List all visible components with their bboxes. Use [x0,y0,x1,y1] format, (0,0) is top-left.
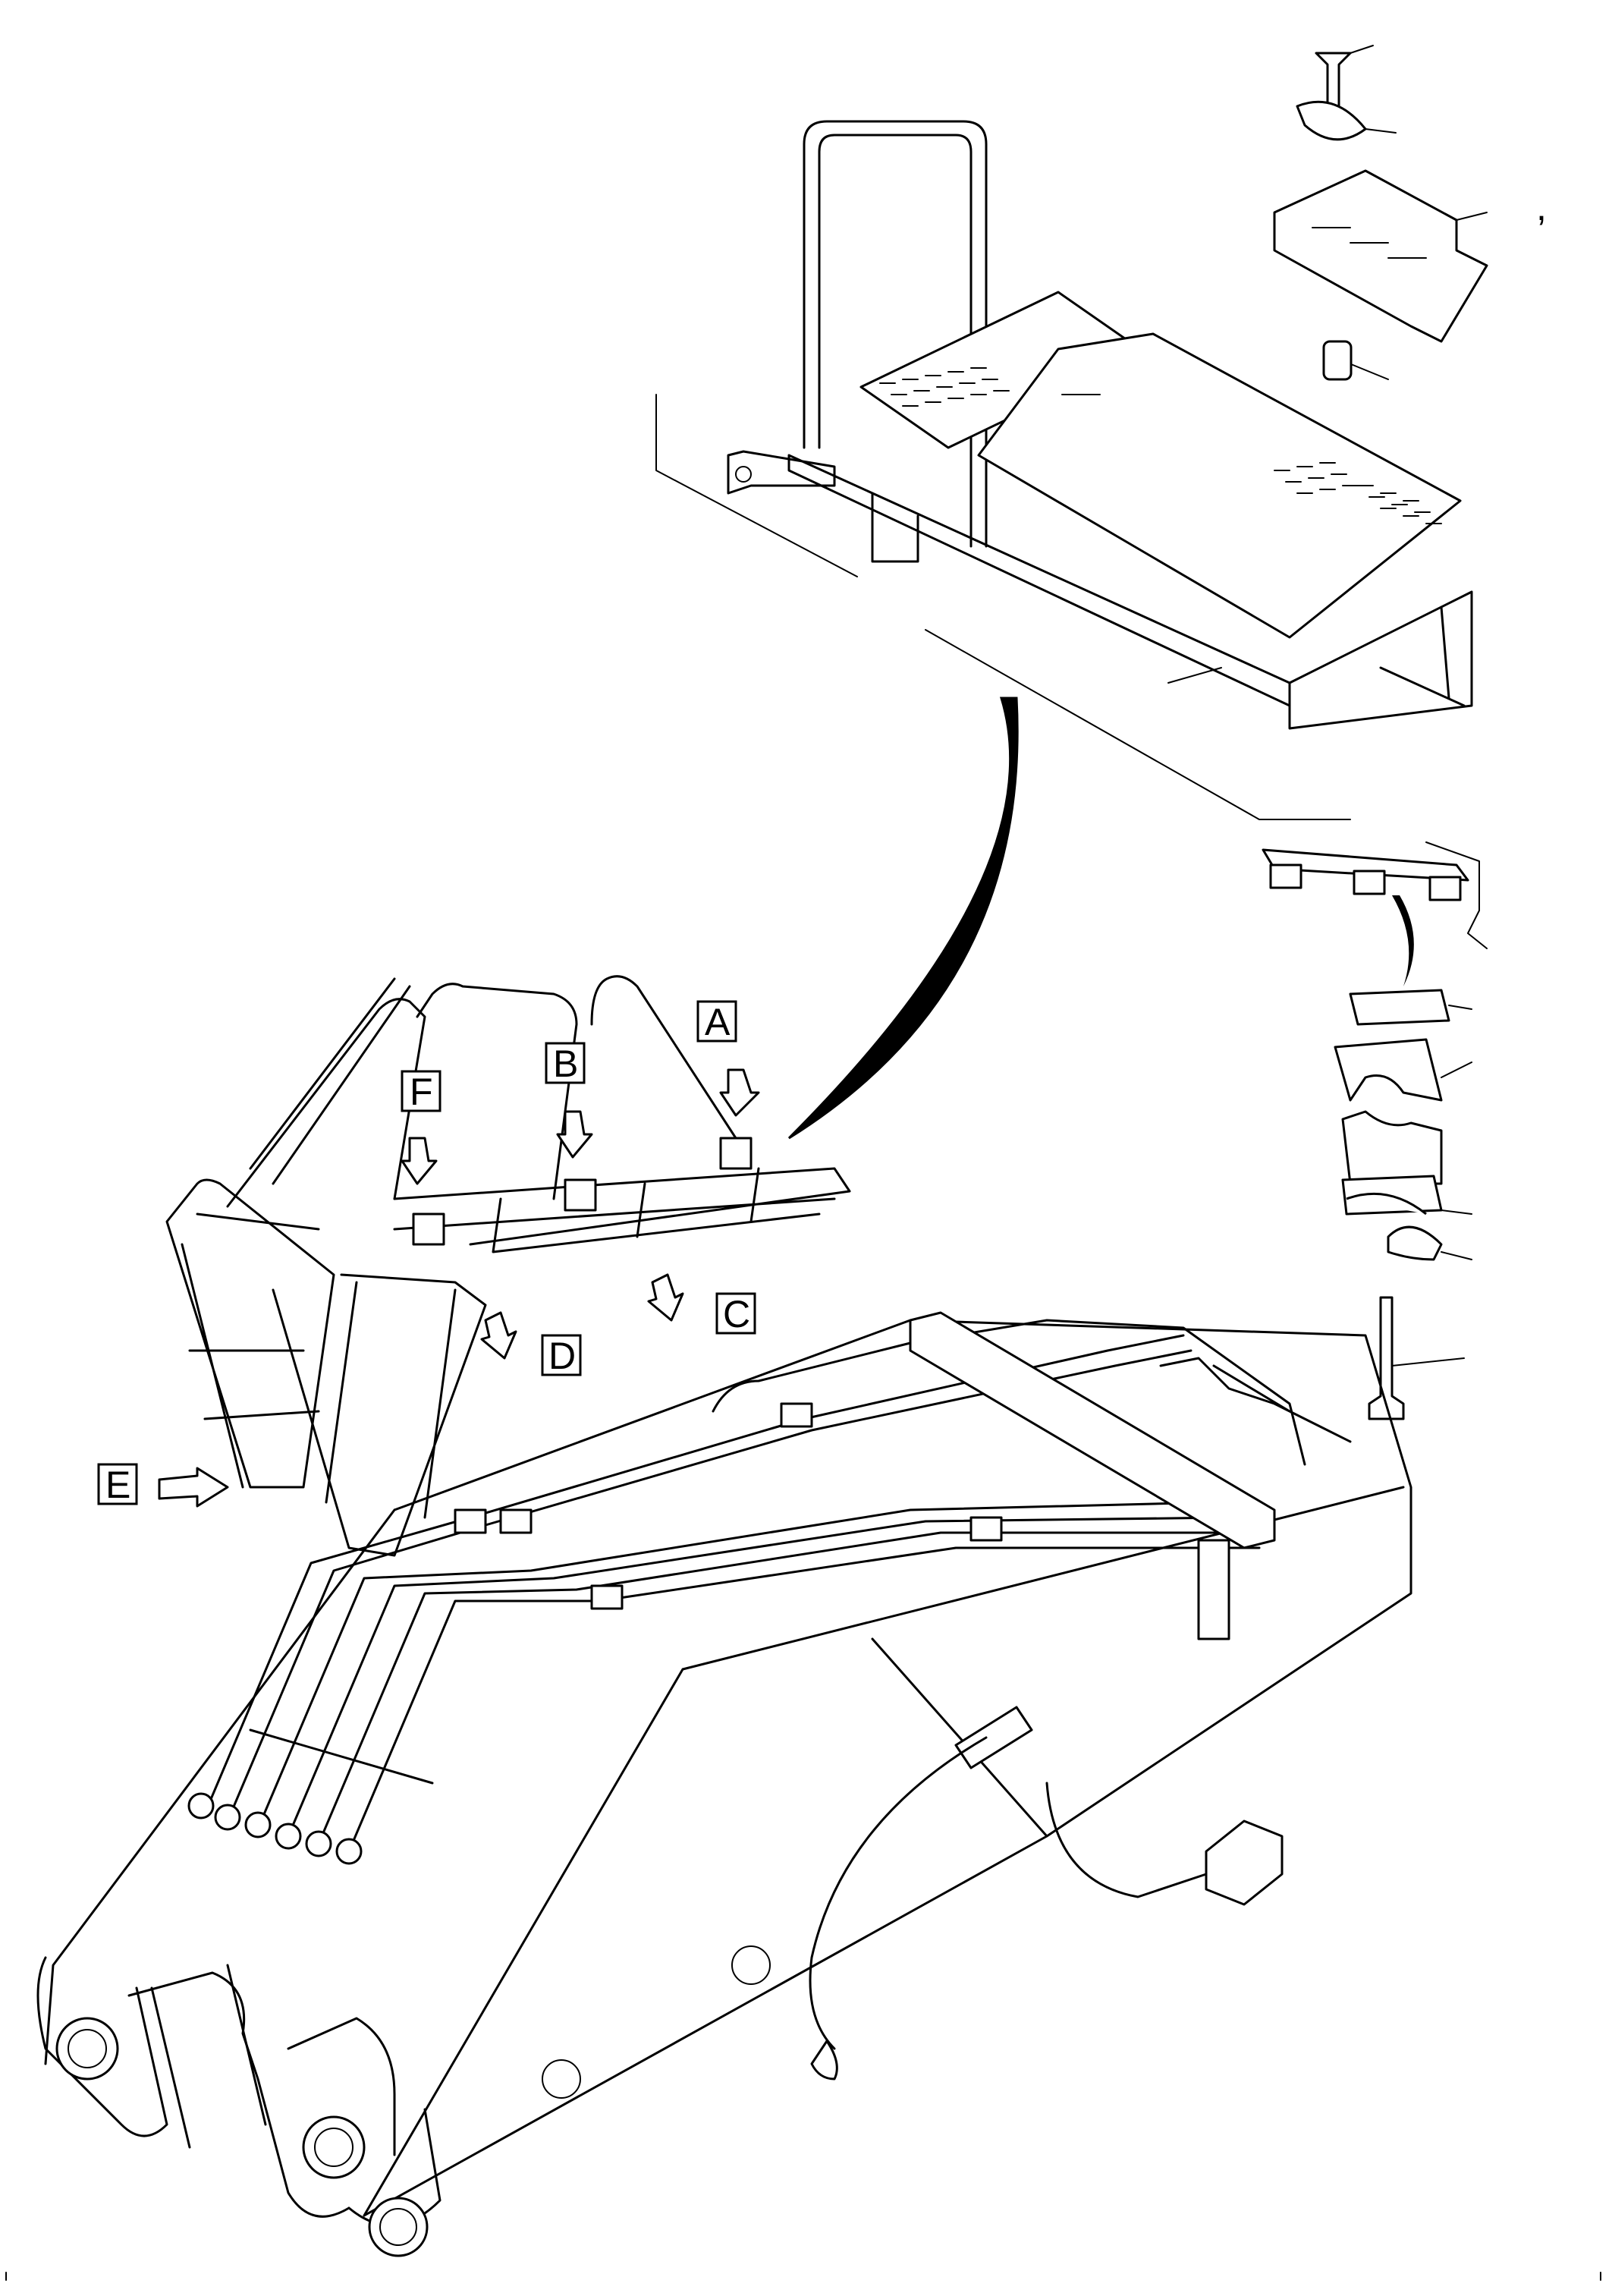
platform-frame [787,454,1473,730]
callout-E: E [97,1463,138,1506]
ladder-assembly: A B F C D E [97,975,851,1557]
ladder-handrail [226,975,737,1208]
right-parts-column [1262,841,1488,1420]
hydraulic-line-4 [287,1516,1230,1838]
walkway-rails [393,1167,851,1253]
mounting-clamp [1273,169,1488,343]
electrical-cable [809,1736,1208,2050]
hydraulic-line-1 [203,1334,1185,1815]
pipe-clamp-2 [499,1508,533,1534]
boom-clevis [36,1956,441,2227]
arrow-B [556,1110,593,1159]
platform-handrail [803,120,988,548]
callout-D: D [541,1334,582,1377]
arrow-C [647,1273,684,1322]
hydraulic-line-3 [256,1501,1215,1830]
hose-fittings [1159,1357,1352,1443]
pipe-clamp-5 [969,1516,1003,1542]
platform-assembly [655,120,1473,820]
washer-plate [1296,100,1367,141]
pin-bore-3 [368,2197,429,2257]
callout-C: C [715,1292,756,1335]
cable-terminal [810,2040,838,2081]
deck-perforations [879,367,1442,524]
spacer-sleeve [1322,340,1353,381]
callout-B: B [545,1042,586,1085]
clamp-rail [1262,848,1469,882]
svg-text:E: E [105,1464,130,1506]
callout-A: A [696,1000,737,1043]
long-bolt [1368,1296,1405,1420]
svg-text:C: C [723,1293,750,1335]
hydraulic-line-upper [712,1319,1306,1466]
svg-text:A: A [705,1001,731,1043]
arrow-A [719,1068,760,1117]
stray-mark: , [1536,186,1547,228]
curved-leader-arrow [787,697,1019,1140]
clamp-F [412,1212,445,1246]
boom-body [44,1319,1412,2217]
clamp-plate-top [1349,989,1450,1026]
ladder-stringer [272,1273,487,1557]
platform-handrail-inner [818,134,973,548]
pipe-clamp-4 [780,1402,813,1428]
countersunk-screw [1315,52,1352,108]
platform-bracket [727,450,836,495]
clamp-half-upper [1334,1038,1443,1102]
hydraulic-line-2 [226,1349,1193,1823]
lock-washer [1387,1225,1443,1261]
svg-text:F: F [410,1071,433,1113]
ladder-frame [165,1178,335,1489]
pipe-clamp-1 [454,1508,487,1534]
control-box [1205,1820,1284,1906]
hydraulic-line-6 [347,1546,1261,1853]
valve-block [954,1706,1033,1769]
pin-bore-2 [302,2115,366,2179]
fastener-stack-top: , [1273,45,1547,381]
svg-text:B: B [553,1043,578,1085]
platform-deck-plate-right [977,332,1462,639]
clamp-A [719,1137,753,1170]
svg-text:D: D [548,1335,576,1377]
small-leader-arrow [1392,895,1414,986]
arrow-F [401,1137,438,1185]
arrow-D [480,1311,517,1360]
boom-hole-2 [731,1945,771,1985]
manifold-block [909,1311,1276,1549]
arrow-E [158,1467,229,1508]
clamp-B [564,1178,597,1212]
mounting-bracket [1197,1539,1230,1640]
pin-bore-1 [55,2017,119,2081]
boom-hole-1 [542,2059,581,2099]
callout-F: F [401,1070,441,1113]
line-end-fittings [187,1728,434,1865]
boom-assembly [36,1311,1412,2257]
pipe-clamp-3 [590,1584,624,1610]
hydraulic-line-5 [317,1531,1246,1845]
cross-pin [150,1964,267,2149]
cover-plate [1346,1192,1427,1216]
clamp-half-lower [1341,1110,1443,1185]
reference-lines [655,394,1351,820]
